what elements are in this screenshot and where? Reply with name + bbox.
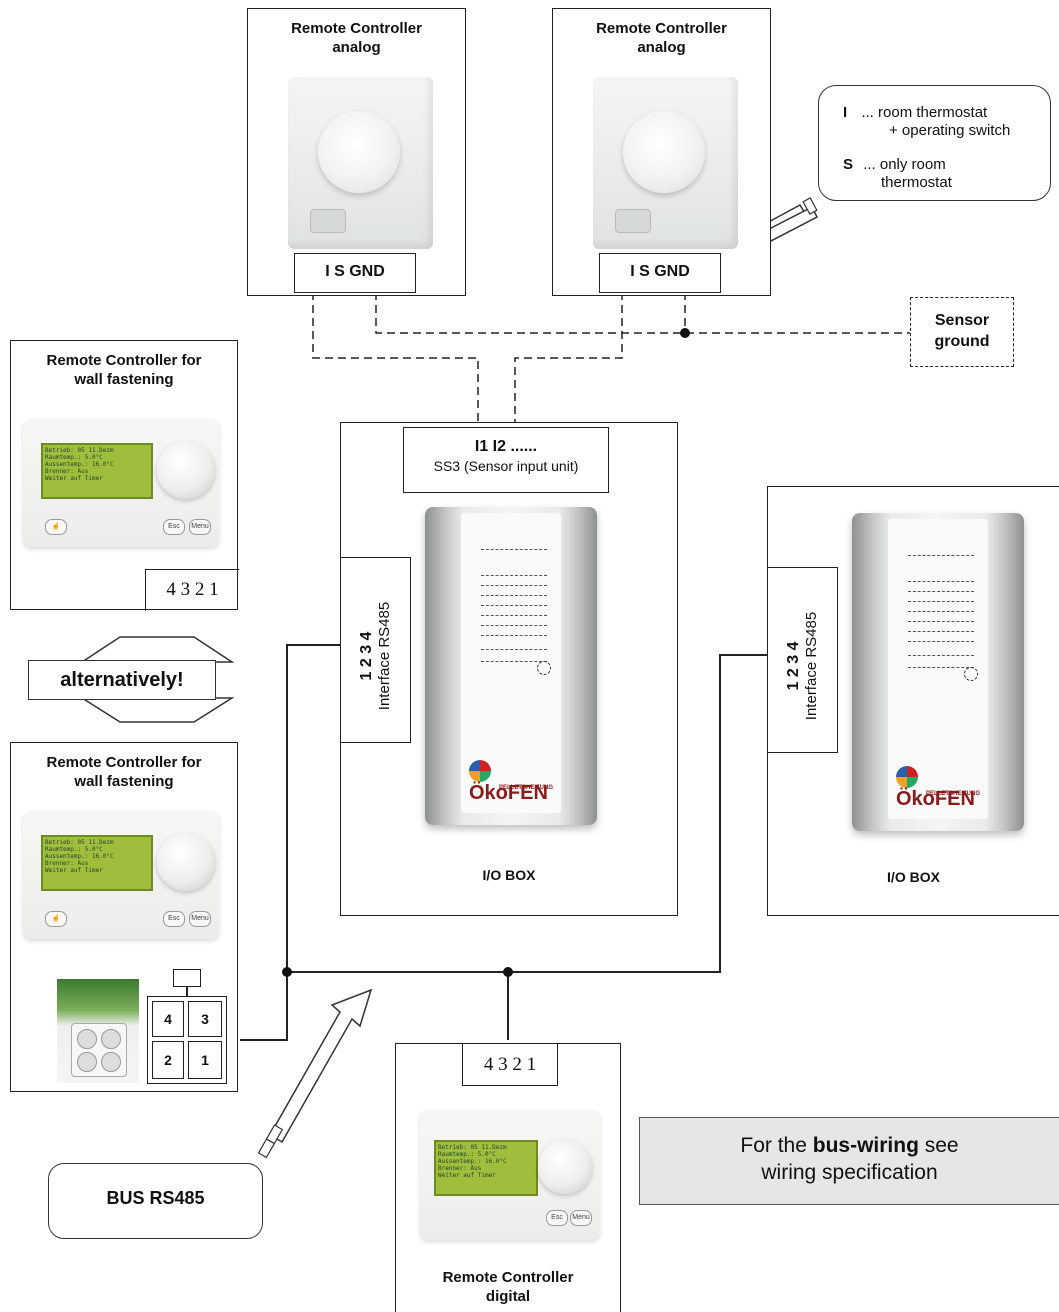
- alt-arrow-up: [79, 636, 235, 663]
- remote-wall-1-terminals: 4 3 2 1: [145, 569, 239, 611]
- remote-wall-1-title: Remote Controller for wall fastening: [46, 352, 202, 388]
- hand-button: ☝: [45, 911, 67, 927]
- hand-button: ☝: [45, 519, 67, 535]
- connector-photo: [57, 979, 139, 1083]
- rs485-interface-1: 1 2 3 4 Interface RS485: [341, 557, 411, 743]
- pin-1: 1: [188, 1041, 222, 1079]
- io-status-led: [537, 661, 551, 675]
- legend-i-entry: I ... room thermostat + operating switch: [843, 104, 1011, 139]
- okofen-logo: ÖkoFEN: [896, 765, 988, 811]
- menu-button: Menu: [570, 1210, 592, 1226]
- io-box-2-label: I/O BOX: [887, 869, 940, 885]
- operating-switch: [310, 209, 346, 233]
- menu-button: Menu: [189, 911, 211, 927]
- okofen-logo-sub: PELLETSHEIZUNG: [499, 785, 554, 791]
- controller-knob: [157, 833, 215, 891]
- thermostat-dial: [318, 111, 400, 193]
- sensor-ground-box: Sensor ground: [910, 297, 1014, 367]
- io-box-1: I1 I2 ...... SS3 (Sensor input unit) 1 2…: [340, 422, 678, 916]
- alt-arrow-down: [79, 697, 235, 723]
- io-status-led: [964, 667, 978, 681]
- io-box-faceplate: ÖkoFEN PELLETSHEIZUNG: [888, 519, 988, 819]
- analog-thermostat-image: [593, 77, 738, 249]
- wire-bus-left: [240, 644, 342, 1041]
- thermostat-dial: [623, 111, 705, 193]
- controller-knob: [538, 1140, 592, 1194]
- wire-remote1-I-to-I1: [312, 292, 479, 425]
- rs485-interface-2-label: 1 2 3 4 Interface RS485: [785, 611, 820, 721]
- note-line-2: wiring specification: [761, 1161, 938, 1184]
- io-box-device-image: ÖkoFEN PELLETSHEIZUNG: [852, 513, 1024, 831]
- bus-wiring-note: For the bus-wiring see wiring specificat…: [639, 1117, 1059, 1205]
- esc-button: Esc: [163, 911, 185, 927]
- sensor-input-unit: I1 I2 ...... SS3 (Sensor input unit): [403, 427, 609, 493]
- remote-wall-2-title: Remote Controller for wall fastening: [46, 754, 202, 790]
- connector-pinout: 4 3 2 1: [147, 996, 227, 1084]
- remote-controller-analog-1: Remote Controller analog I S GND: [247, 8, 466, 296]
- junction-dots: [282, 328, 690, 977]
- io-box-faceplate: ÖkoFEN PELLETSHEIZUNG: [461, 513, 561, 813]
- sensor-ground-label: Sensor ground: [934, 312, 990, 350]
- remote-controller-wall-2: Remote Controller for wall fastening Bet…: [10, 742, 238, 1092]
- operating-switch: [615, 209, 651, 233]
- remote-digital-terminals: 4 3 2 1: [462, 1044, 558, 1086]
- okofen-logo-sub: PELLETSHEIZUNG: [926, 791, 981, 797]
- io-box-device-image: ÖkoFEN PELLETSHEIZUNG: [425, 507, 597, 825]
- io-box-2: 1 2 3 4 Interface RS485 ÖkoFEN PELLETSHE…: [767, 486, 1059, 916]
- okofen-logo: ÖkoFEN: [469, 759, 561, 805]
- remote-controller-analog-2: Remote Controller analog I S GND: [552, 8, 771, 296]
- pin-2: 2: [152, 1041, 184, 1079]
- sensor-wires: [312, 292, 910, 425]
- sensor-unit-label: SS3 (Sensor input unit): [433, 458, 579, 474]
- esc-button: Esc: [163, 519, 185, 535]
- esc-button: Esc: [546, 1210, 568, 1226]
- wire-remote2-I-to-I2: [514, 292, 623, 425]
- rs485-interface-2: 1 2 3 4 Interface RS485: [768, 567, 838, 753]
- pin-4: 4: [152, 1001, 184, 1037]
- wire-remote1-gnd-to-sensor-ground: [375, 292, 910, 334]
- remote-digital-title: Remote Controller digital: [442, 1269, 574, 1305]
- bus-rs485-callout: BUS RS485: [48, 1163, 263, 1239]
- bus-rs485-label: BUS RS485: [106, 1188, 205, 1208]
- rs485-interface-1-label: 1 2 3 4 Interface RS485: [358, 601, 393, 711]
- analog-thermostat-image: [288, 77, 433, 249]
- pin-3: 3: [188, 1001, 222, 1037]
- bus-arrow: [268, 988, 373, 1144]
- remote-analog-2-title: Remote Controller analog: [596, 20, 727, 56]
- terminal-legend-callout: I ... room thermostat + operating switch…: [818, 85, 1051, 201]
- note-line-1: For the bus-wiring see: [740, 1134, 959, 1157]
- connector-latch: [173, 969, 201, 987]
- legend-s-entry: S ... only room thermostat: [843, 156, 952, 191]
- connector-plug: [71, 1023, 127, 1077]
- remote-analog-1-terminals: I S GND: [294, 253, 416, 293]
- remote-analog-2-terminals: I S GND: [599, 253, 721, 293]
- controller-knob: [157, 441, 215, 499]
- menu-button: Menu: [189, 519, 211, 535]
- io-box-1-label: I/O BOX: [482, 867, 536, 883]
- remote-analog-1-title: Remote Controller analog: [291, 20, 422, 56]
- sensor-inputs: I1 I2 ......: [474, 438, 538, 455]
- remote-controller-wall-1: Remote Controller for wall fastening Bet…: [10, 340, 239, 611]
- alternatively-label: alternatively!: [28, 660, 216, 700]
